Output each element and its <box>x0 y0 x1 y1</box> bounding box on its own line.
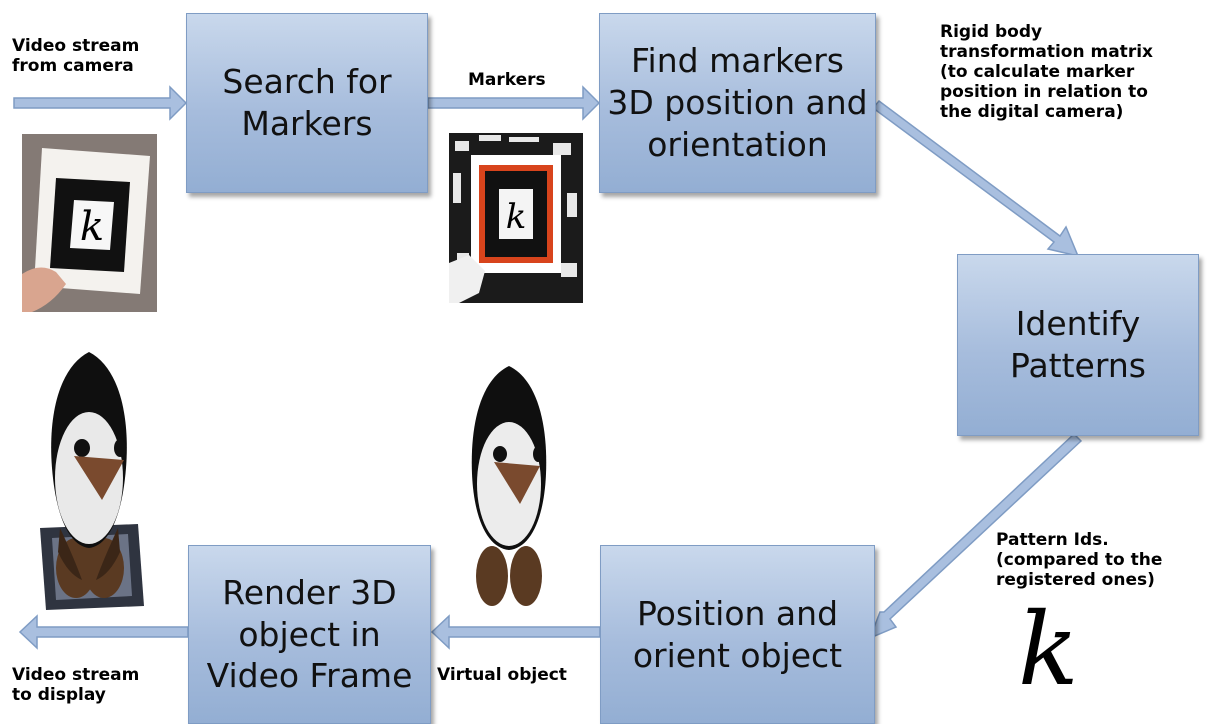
arrow-position-to-render <box>430 614 601 650</box>
find-markers-box: Find markers 3D position and orientation <box>599 13 876 193</box>
virtual-penguin-image <box>471 366 547 606</box>
identify-patterns-box: Identify Patterns <box>957 254 1199 436</box>
search-markers-box: Search for Markers <box>186 13 428 193</box>
identify-patterns-label: Identify Patterns <box>1010 304 1146 385</box>
camera-marker-photo: k <box>22 134 157 312</box>
arrow-search-to-find <box>427 85 601 121</box>
arrow-find-to-identify <box>871 99 1080 258</box>
rigid-body-label: Rigid body transformation matrix (to cal… <box>940 22 1153 123</box>
arrow-identify-to-position <box>868 432 1083 640</box>
rendered-penguin-image <box>40 352 144 610</box>
search-markers-label: Search for Markers <box>222 62 392 143</box>
video-stream-out-label: Video stream to display <box>12 665 140 706</box>
markers-label: Markers <box>468 70 546 90</box>
threshold-k-glyph: k <box>506 197 527 237</box>
render-3d-box: Render 3D object in Video Frame <box>188 545 431 724</box>
video-stream-in-label: Video stream from camera <box>12 36 140 77</box>
position-orient-box: Position and orient object <box>600 545 875 724</box>
registered-pattern-glyph: k <box>1018 591 1079 708</box>
find-markers-label: Find markers 3D position and orientation <box>607 41 868 164</box>
thresholded-marker-image: k <box>449 133 583 303</box>
pattern-ids-label: Pattern Ids. (compared to the registered… <box>996 530 1163 591</box>
position-orient-label: Position and orient object <box>632 593 843 675</box>
render-3d-label: Render 3D object in Video Frame <box>206 572 413 696</box>
marker-k-glyph: k <box>80 204 104 250</box>
arrow-video-in <box>13 85 188 121</box>
arrow-video-out <box>18 614 189 650</box>
virtual-object-label: Virtual object <box>437 665 567 685</box>
